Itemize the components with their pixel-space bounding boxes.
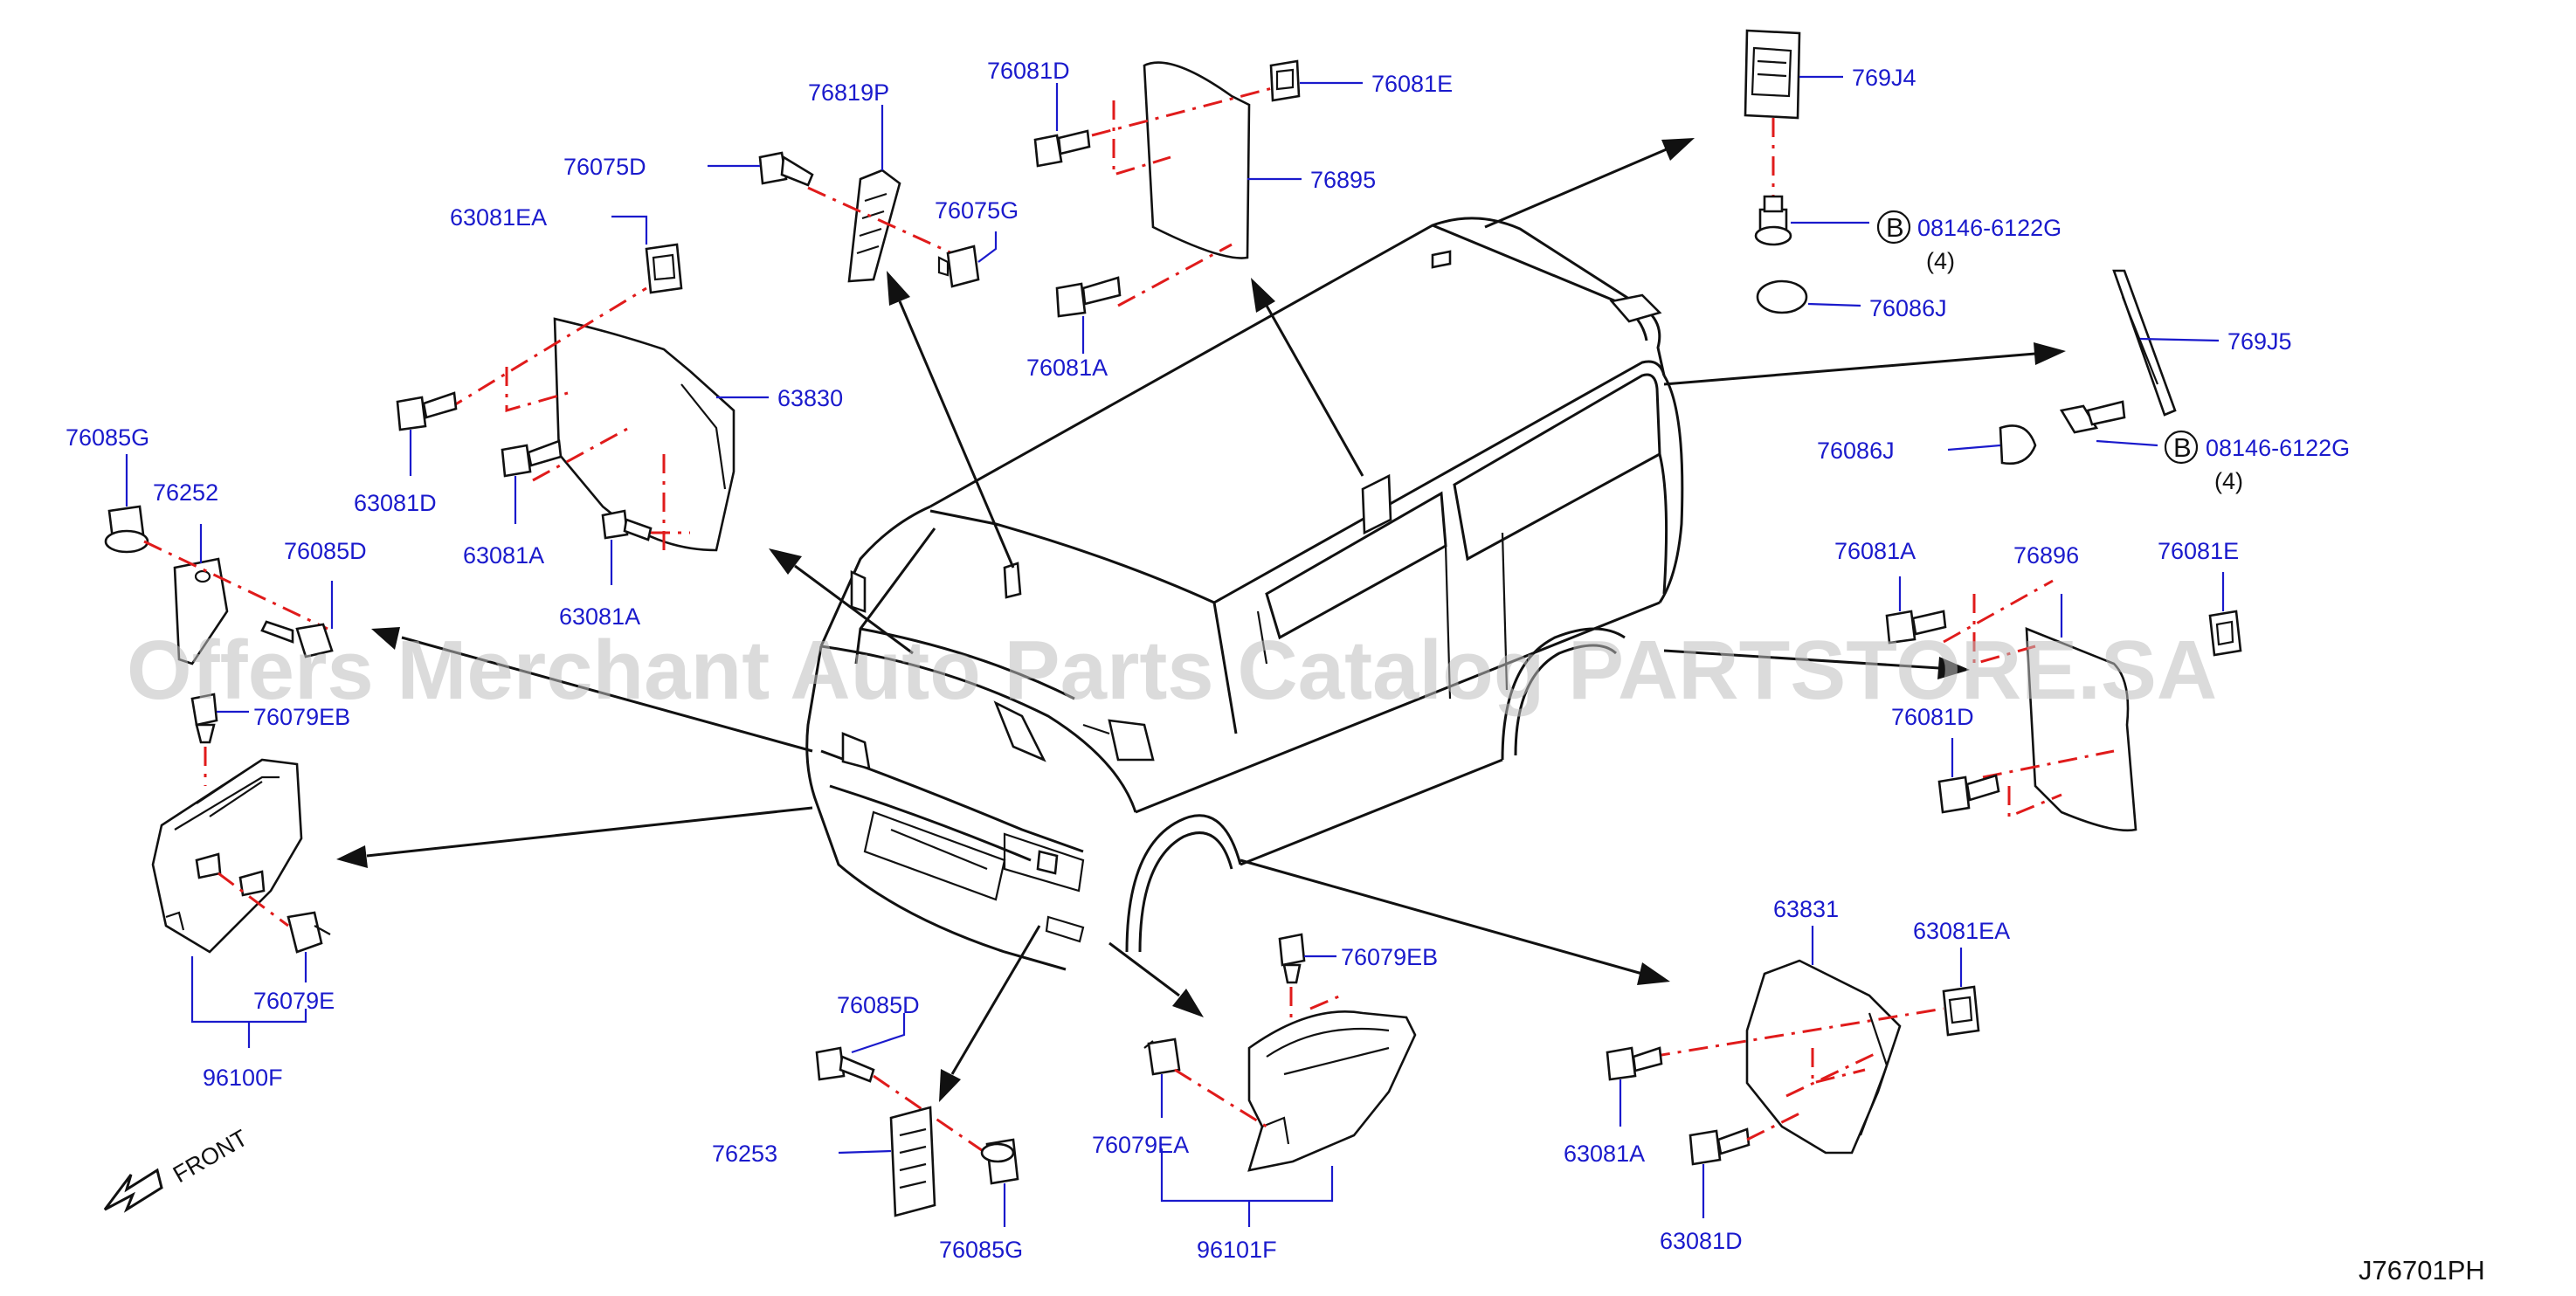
- part-63830: [445, 286, 769, 552]
- label-76079EA: 76079EA: [1092, 1132, 1189, 1158]
- cap-76086J-1: [1756, 279, 1861, 314]
- label-76075D: 76075D: [563, 154, 646, 180]
- bolt-08146-2: [2059, 400, 2199, 465]
- label-96100F: 96100F: [203, 1065, 283, 1091]
- label-63081A-left2: 63081A: [559, 603, 640, 630]
- label-63081EA-left: 63081EA: [450, 204, 547, 231]
- clip-76081E-top: [1269, 59, 1363, 102]
- label-76081D-top: 76081D: [987, 58, 1070, 84]
- label-76081D-right: 76081D: [1891, 704, 1974, 730]
- bolt-76081A-right: [1885, 576, 1947, 645]
- bolt-63081A-left: [501, 439, 563, 524]
- label-769J5: 769J5: [2227, 328, 2292, 355]
- bracket-96100F: [190, 956, 307, 1048]
- label-qty-2: (4): [2214, 468, 2243, 494]
- clip-63081EA-right: [1650, 948, 1980, 1058]
- bolt-76081D-top: [1033, 83, 1091, 168]
- label-76086J-2: 76086J: [1817, 438, 1895, 464]
- part-96101F: [1247, 994, 1417, 1172]
- label-76079EB-left: 76079EB: [253, 704, 350, 730]
- clip-76079E: [218, 872, 331, 982]
- label-76085D-bottom: 76085D: [837, 992, 920, 1018]
- label-76896: 76896: [2013, 542, 2079, 569]
- watermark-text: Offers Merchant Auto Parts Catalog PARTS…: [127, 624, 2217, 717]
- label-76085G-bottom: 76085G: [939, 1237, 1023, 1263]
- label-96101F: 96101F: [1197, 1237, 1277, 1263]
- part-769J4: [1744, 29, 1843, 196]
- bolt-63081A-left2: [601, 509, 690, 585]
- label-76819P: 76819P: [808, 79, 889, 106]
- label-76079E: 76079E: [253, 988, 335, 1014]
- label-76081E-top: 76081E: [1371, 71, 1453, 97]
- cap-76085G-bottom: [980, 1138, 1019, 1227]
- clip-76079EB-bottom: [1278, 933, 1336, 1026]
- bolt-76081A-top: [1055, 276, 1122, 354]
- label-76075G: 76075G: [935, 197, 1019, 224]
- part-76819P: [807, 105, 953, 283]
- van-illustration: [805, 217, 1684, 971]
- label-63081A-left: 63081A: [463, 542, 544, 569]
- bolt-76081D-right: [1937, 738, 2000, 814]
- front-label: FRONT: [169, 1125, 252, 1188]
- label-08146-2: 08146-6122G: [2206, 435, 2350, 461]
- label-63081A-right: 63081A: [1564, 1141, 1645, 1167]
- clip-76081E-right: [2208, 572, 2242, 657]
- clip-76079EA: [1143, 1037, 1267, 1128]
- label-63830: 63830: [777, 385, 843, 411]
- part-76253: [838, 1106, 936, 1217]
- bracket-96101F: [1160, 1148, 1334, 1227]
- label-76895: 76895: [1310, 167, 1376, 193]
- part-769J5: [2112, 269, 2220, 417]
- callout-arrows: [336, 138, 2066, 1102]
- label-76081E-right: 76081E: [2158, 538, 2239, 564]
- label-08146-1: 08146-6122G: [1917, 215, 2061, 241]
- bolt-08146-1: [1754, 195, 1911, 246]
- label-qty-1: (4): [1926, 248, 1955, 274]
- bolt-63081A-right: [1606, 1046, 1663, 1127]
- part-labels: 76819P 76081D 76081E 769J4 76075D 76075G…: [66, 58, 2350, 1263]
- part-76252: [143, 524, 328, 665]
- part-76895: [1091, 61, 1302, 307]
- label-63831: 63831: [1773, 896, 1839, 922]
- label-b1: B: [1886, 212, 1904, 243]
- label-76252: 76252: [153, 479, 218, 506]
- clip-76079EB-left: [190, 693, 249, 786]
- screw-76075D: [708, 151, 814, 187]
- label-76253: 76253: [712, 1141, 777, 1167]
- label-769J4: 769J4: [1852, 65, 1916, 91]
- bolt-63081D-right: [1689, 1112, 1800, 1218]
- cap-76085G-left: [104, 454, 149, 554]
- part-96100F: [151, 758, 303, 954]
- diagram-reference: J76701PH: [2358, 1255, 2485, 1286]
- label-76086J-1: 76086J: [1869, 295, 1947, 321]
- label-63081EA-right: 63081EA: [1913, 918, 2010, 944]
- label-76079EB-bottom: 76079EB: [1341, 944, 1438, 970]
- screw-76085D-left: [260, 581, 334, 658]
- clip-76075G: [937, 231, 998, 288]
- label-76081A-top: 76081A: [1026, 355, 1108, 381]
- cap-76086J-2: [1947, 424, 2037, 465]
- bolt-63081D-left: [396, 391, 458, 476]
- part-63831: [1745, 926, 1902, 1155]
- label-76085G-left: 76085G: [66, 424, 149, 451]
- label-63081D-right: 63081D: [1660, 1228, 1743, 1254]
- front-direction-indicator: [103, 1168, 163, 1213]
- label-76081A-right: 76081A: [1834, 538, 1916, 564]
- label-63081D-left: 63081D: [354, 490, 437, 516]
- label-76085D-left: 76085D: [284, 538, 367, 564]
- part-76896: [1943, 579, 2137, 832]
- clip-63081EA-left: [611, 215, 683, 294]
- label-b2: B: [2173, 432, 2192, 463]
